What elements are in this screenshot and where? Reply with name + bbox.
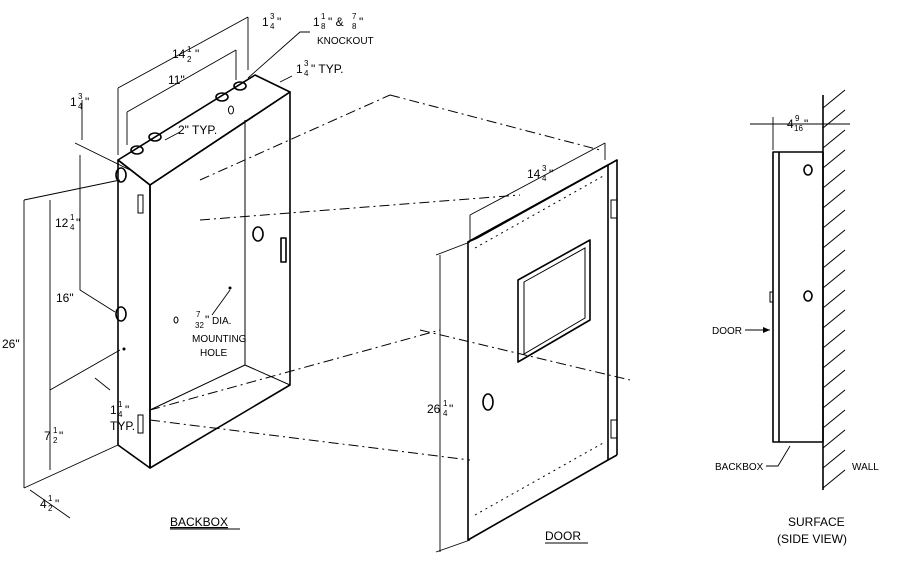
mounting-label-2: MOUNTING bbox=[192, 334, 247, 345]
dim-7-den: 2 bbox=[53, 436, 58, 445]
dim-4-unit: " bbox=[55, 497, 59, 511]
dim-knockout-1-1-8: 1 bbox=[313, 15, 320, 29]
dim-12-unit: " bbox=[76, 216, 80, 230]
dim-door-h-num: 1 bbox=[443, 399, 448, 408]
dim-1-1-4: 1 bbox=[110, 403, 117, 417]
dim-4-1-2: 4 bbox=[40, 497, 47, 511]
dim-7-8-den: 8 bbox=[352, 22, 357, 31]
backbox-dimensions bbox=[23, 16, 310, 519]
dim-12-1-4: 12 bbox=[55, 216, 69, 230]
projection-lines bbox=[149, 94, 631, 461]
dim-1-3-4-typ-den: 4 bbox=[304, 69, 309, 78]
dim-14-1-2: 14 bbox=[172, 47, 186, 61]
door-view-title: DOOR bbox=[545, 529, 581, 543]
dim-7-32-num: 7 bbox=[196, 310, 201, 319]
dim-4-9-16-unit: " bbox=[804, 117, 808, 131]
door-drawing bbox=[467, 159, 618, 541]
dim-door-14-3-4: 14 bbox=[527, 167, 541, 181]
backbox-drawing bbox=[115, 74, 291, 469]
dim-left-unit: " bbox=[85, 95, 89, 109]
door-panel bbox=[467, 164, 609, 541]
dim-door-w-num: 3 bbox=[542, 164, 547, 173]
dim-26: 26" bbox=[2, 337, 20, 351]
backbox-pointer-label: BACKBOX bbox=[715, 462, 764, 473]
side-view-drawing bbox=[745, 89, 850, 490]
surface-title: SURFACE bbox=[788, 515, 845, 529]
dim-12-num: 1 bbox=[70, 213, 75, 222]
typ-label: TYP. bbox=[110, 419, 135, 433]
dim-7-num: 1 bbox=[53, 426, 58, 435]
door-lock bbox=[482, 393, 494, 411]
dim-1-1-4-den: 4 bbox=[118, 410, 123, 419]
dim-11: 11" bbox=[168, 73, 185, 87]
dim-left-num: 3 bbox=[78, 92, 83, 101]
dim-4-den: 2 bbox=[48, 504, 53, 513]
dim-14-1-2-num: 1 bbox=[187, 45, 192, 54]
side-view-title: (SIDE VIEW) bbox=[777, 532, 847, 546]
dim-1-3-4-typ-unit: " TYP. bbox=[311, 62, 344, 76]
dim-top-1-3-4-den: 4 bbox=[270, 22, 275, 31]
dim-4-9-16-num: 9 bbox=[795, 114, 800, 123]
dim-top-1-3-4-num: 3 bbox=[270, 12, 275, 21]
door-pointer-label: DOOR bbox=[712, 326, 742, 337]
dim-7-8-num: 7 bbox=[352, 12, 357, 21]
dim-7-8-unit: " bbox=[359, 15, 363, 29]
dim-knockout-num: 1 bbox=[321, 12, 326, 21]
dim-door-26-1-4: 26 bbox=[427, 402, 441, 416]
dim-7-32-den: 32 bbox=[195, 321, 204, 330]
knockout-label: KNOCKOUT bbox=[317, 36, 374, 47]
dim-12-den: 4 bbox=[70, 223, 75, 232]
dim-2-typ: 2" TYP. bbox=[178, 123, 217, 137]
dim-door-h-unit: " bbox=[449, 402, 453, 416]
mounting-label-3: HOLE bbox=[200, 348, 228, 359]
dim-4-9-16-den: 16 bbox=[794, 124, 803, 133]
backbox-view-title: BACKBOX bbox=[170, 515, 228, 529]
dim-door-h-den: 4 bbox=[443, 409, 448, 418]
dim-7-unit: " bbox=[59, 429, 63, 443]
dim-16: 16" bbox=[56, 291, 74, 305]
dim-knockout-den: 8 bbox=[321, 22, 326, 31]
wall-hatch bbox=[822, 89, 846, 489]
dim-top-1-3-4: 1 bbox=[262, 15, 269, 29]
dim-7-1-2: 7 bbox=[44, 429, 51, 443]
dim-4-num: 1 bbox=[48, 494, 53, 503]
backbox-side-face bbox=[117, 159, 151, 469]
dim-top-1-3-4-unit: " bbox=[277, 15, 281, 29]
dim-left-den: 4 bbox=[78, 102, 83, 111]
dim-7-32-unit: " bbox=[205, 313, 209, 327]
dim-1-3-4-typ-num: 3 bbox=[304, 59, 309, 68]
door-dimensions bbox=[435, 142, 606, 553]
mounting-label-1: DIA. bbox=[212, 316, 231, 327]
dim-14-1-2-den: 2 bbox=[187, 55, 192, 64]
dim-left-1-3-4: 1 bbox=[70, 95, 77, 109]
dim-knockout-unit: " & bbox=[328, 15, 344, 29]
dim-4-9-16: 4 bbox=[787, 117, 794, 131]
dim-door-w-unit: " bbox=[549, 167, 553, 181]
side-backbox bbox=[772, 151, 824, 443]
wall-label: WALL bbox=[852, 462, 879, 473]
dim-1-1-4-num: 1 bbox=[118, 400, 123, 409]
dim-1-1-4-unit: " bbox=[125, 403, 129, 417]
dim-1-3-4-typ: 1 bbox=[296, 62, 303, 76]
dim-door-w-den: 4 bbox=[542, 174, 547, 183]
backbox-front-face bbox=[149, 91, 291, 469]
door-window bbox=[517, 239, 591, 363]
dim-14-1-2-unit: " bbox=[195, 47, 199, 61]
